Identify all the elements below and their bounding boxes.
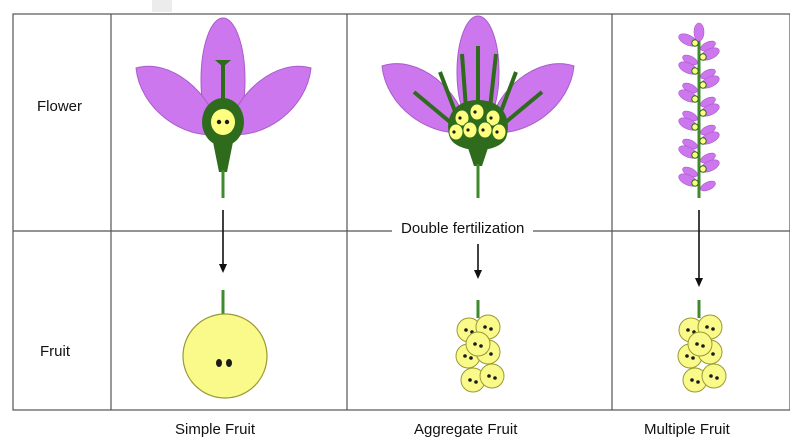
seed-dot (686, 328, 690, 332)
seed-dot (474, 380, 478, 384)
seed-dot (225, 120, 229, 124)
fruitlet (466, 332, 490, 356)
fruitlet (702, 364, 726, 388)
simple-flower (136, 18, 311, 198)
caption-simple-fruit: Simple Fruit (175, 421, 255, 438)
seed-dot (469, 356, 473, 360)
seed-dot (691, 356, 695, 360)
seed-dot (483, 325, 487, 329)
floret-ovary (692, 180, 698, 186)
aggregate-flower (382, 16, 574, 198)
seed-dot (711, 352, 715, 356)
seed-dot (463, 354, 467, 358)
fruit-body (183, 314, 267, 398)
seed-dot (715, 376, 719, 380)
seed-dot (493, 376, 497, 380)
floret-bud (694, 23, 704, 41)
floret-ovary (692, 152, 698, 158)
receptacle-base (468, 148, 488, 166)
fruitlet (480, 364, 504, 388)
inflorescence (677, 23, 721, 198)
seed-dot (216, 359, 222, 367)
multiple-fruit (678, 300, 726, 392)
floret-ovary (700, 54, 706, 60)
simple-fruit (183, 290, 267, 398)
floret-ovary (700, 82, 706, 88)
seed-dot (685, 354, 689, 358)
row-label-fruit: Fruit (40, 343, 70, 360)
floret-petal (699, 179, 717, 193)
seed-dot (217, 120, 221, 124)
seed-dot (479, 344, 483, 348)
floret-ovary (692, 68, 698, 74)
floret-ovary (700, 138, 706, 144)
fruitlet (688, 332, 712, 356)
seed-dot (487, 374, 491, 378)
floret-ovary (692, 124, 698, 130)
receptacle (213, 142, 233, 172)
ovule (211, 109, 235, 135)
floret-ovary (700, 166, 706, 172)
seed-dot (695, 342, 699, 346)
caption-multiple-fruit: Multiple Fruit (644, 421, 730, 438)
floret-ovary (700, 110, 706, 116)
floret-ovary (692, 96, 698, 102)
seed-dot (711, 327, 715, 331)
aggregate-fruit (456, 300, 504, 392)
row-label-flower: Flower (37, 98, 82, 115)
caption-aggregate-fruit: Aggregate Fruit (414, 421, 517, 438)
seed-dot (701, 344, 705, 348)
seed-dot (696, 380, 700, 384)
seed-dot (226, 359, 232, 367)
seed-dot (468, 378, 472, 382)
seed-dot (690, 378, 694, 382)
double-fertilization-label: Double fertilization (392, 220, 533, 237)
seed-dot (473, 342, 477, 346)
seed-dot (489, 352, 493, 356)
seed-dot (705, 325, 709, 329)
seed-dot (464, 328, 468, 332)
seed-dot (489, 327, 493, 331)
seed-dot (709, 374, 713, 378)
